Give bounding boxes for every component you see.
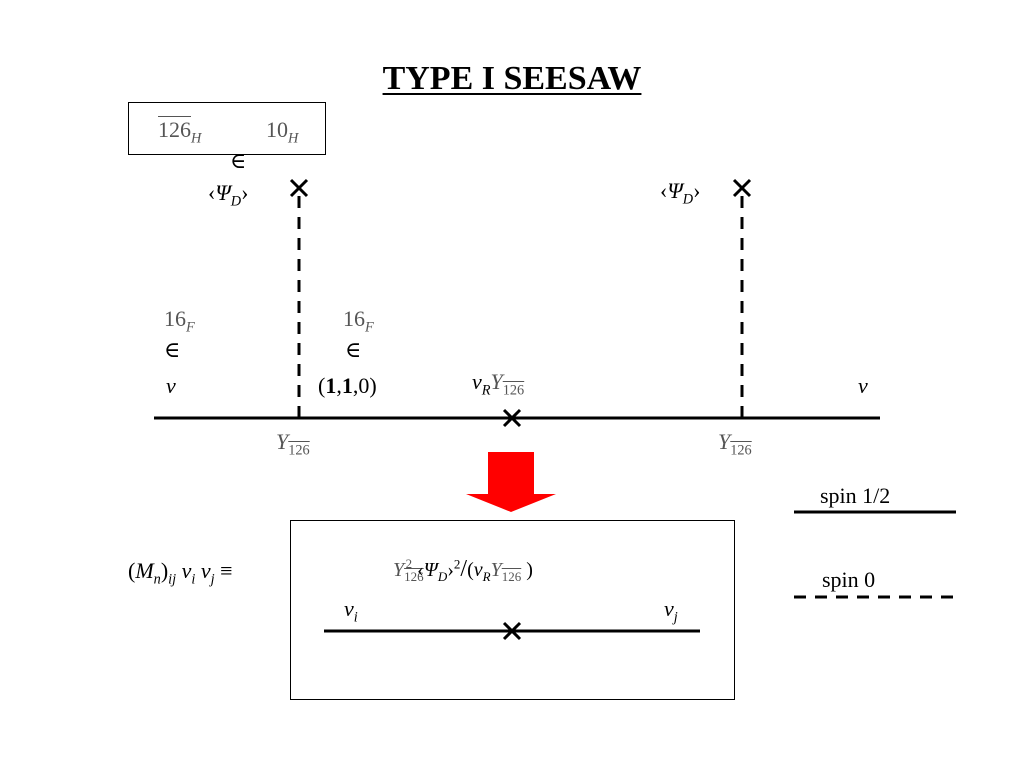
yukawa-left-label: Y126 [276,429,310,459]
effective-mass-formula: Y1262 ‹ΨD›2/(νRY126 ) [393,556,533,584]
nu-i-label: νi [344,596,358,626]
rep-16-f-mid: 16F [343,306,374,336]
yukawa-right-label: Y126 [718,429,752,459]
vev-cross-right [732,178,752,198]
vev-cross-left [289,178,309,198]
rep-16-f-left: 16F [164,306,195,336]
rep-10-h-label: 10H [266,117,299,147]
element-of-top: ∈ [230,148,247,173]
neutrino-right-label: ν [858,373,868,398]
element-of-left: ∈ [164,337,181,362]
page-title: TYPE I SEESAW [382,60,642,97]
effective-mass-box [290,520,735,700]
mass-insertion-label: νRY126 [472,369,525,399]
mass-insertion-cross [502,408,522,428]
legend-spin-zero-label: spin 0 [822,567,876,592]
mass-matrix-lhs: (Mn)ij νi νj ≡ [128,558,233,588]
neutrino-left-label: ν [166,373,176,398]
down-arrow [466,452,556,512]
vev-left-label: ‹ΨD› [208,180,249,210]
nu-j-label: νj [664,596,678,626]
representation-box [128,102,326,155]
rep-126-h-label: 126H [158,117,202,147]
legend-spin-half-label: spin 1/2 [820,483,891,508]
effective-mass-cross [502,621,522,641]
charge-label: (1,1,0) [318,373,377,398]
element-of-mid: ∈ [345,337,362,362]
vev-right-label: ‹ΨD› [660,178,701,208]
